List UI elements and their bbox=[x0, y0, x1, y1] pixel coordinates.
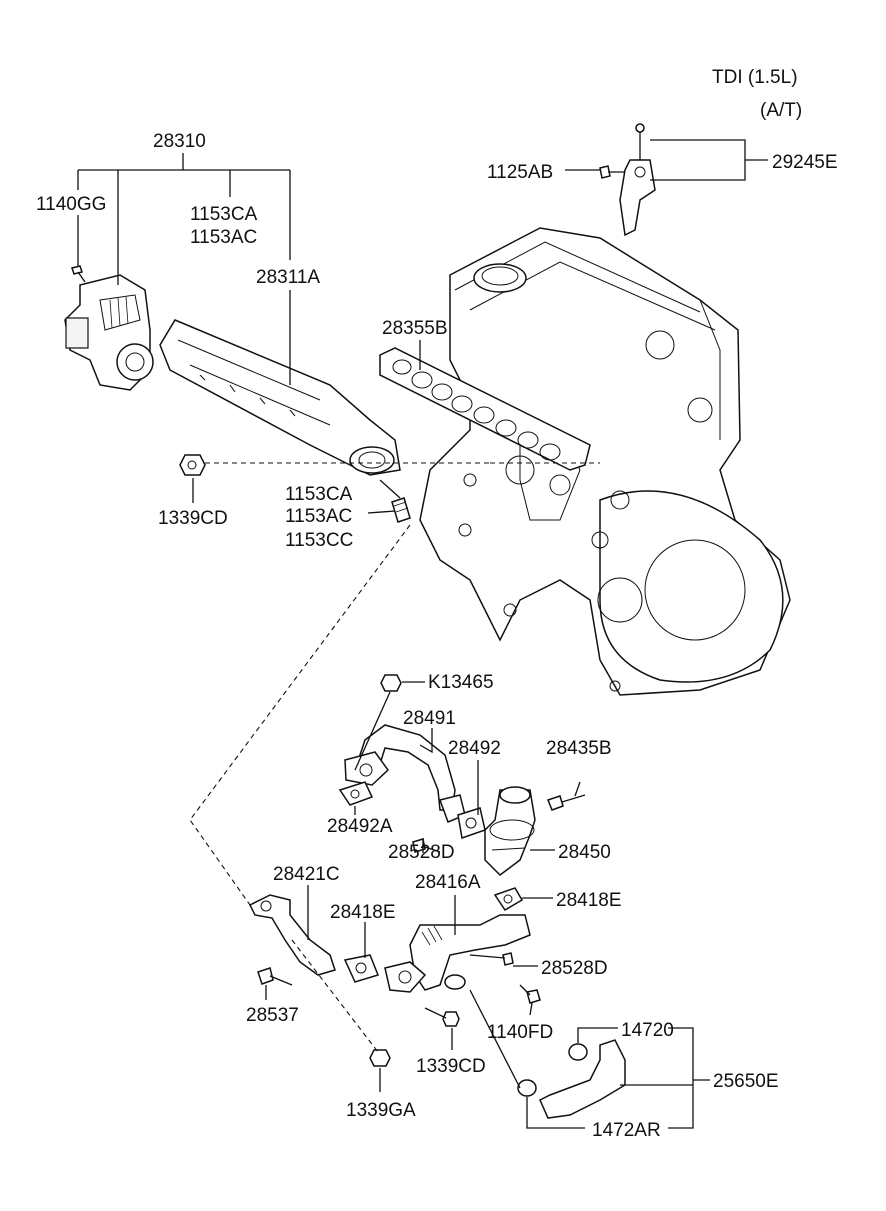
part-label-1153ca-mid: 1153CA bbox=[285, 484, 353, 505]
part-label-25650e: 25650E bbox=[713, 1071, 779, 1092]
engine-block bbox=[419, 227, 791, 696]
egr-throttle-body bbox=[64, 274, 154, 391]
part-label-1153ac-top: 1153AC bbox=[190, 227, 257, 248]
part-label-28528d-top: 28528D bbox=[388, 842, 455, 863]
part-label-1125ab: 1125AB bbox=[487, 162, 553, 183]
part-label-1153ca-top: 1153CA bbox=[190, 204, 258, 225]
nut-k13465 bbox=[380, 674, 402, 692]
hose-25650e bbox=[517, 1039, 626, 1119]
part-label-28492: 28492 bbox=[448, 738, 501, 759]
part-label-28421c: 28421C bbox=[273, 864, 340, 885]
part-label-1339ga: 1339GA bbox=[346, 1100, 416, 1121]
nut-1339cd-top bbox=[179, 454, 206, 476]
leader-lines bbox=[77, 139, 768, 1129]
part-label-28537: 28537 bbox=[246, 1005, 299, 1026]
part-label-29245e: 29245E bbox=[772, 152, 838, 173]
part-label-28528d-bottom: 28528D bbox=[541, 958, 608, 979]
part-label-k13465: K13465 bbox=[428, 672, 494, 693]
gasket-28492a bbox=[338, 781, 374, 806]
egr-pipe-28421c bbox=[248, 894, 336, 976]
part-label-1153cc: 1153CC bbox=[285, 530, 353, 551]
engine-spec-label: TDI (1.5L) bbox=[712, 67, 798, 88]
egr-pipe-28491 bbox=[344, 724, 466, 823]
nut-1339cd-bottom bbox=[442, 1011, 460, 1027]
egr-cooler bbox=[159, 319, 401, 476]
part-label-1339cd-bottom: 1339CD bbox=[416, 1056, 486, 1077]
transmission-spec-label: (A/T) bbox=[760, 100, 802, 121]
bolt-28528d-top bbox=[412, 838, 441, 853]
part-label-28492a: 28492A bbox=[327, 816, 393, 837]
part-label-28416a: 28416A bbox=[415, 872, 481, 893]
exhaust-gasket bbox=[379, 347, 591, 471]
part-label-1472ar: 1472AR bbox=[592, 1120, 661, 1141]
gasket-28418e-left bbox=[343, 954, 379, 983]
egr-flange bbox=[384, 961, 427, 993]
part-label-28311a: 28311A bbox=[256, 267, 320, 288]
part-label-14720: 14720 bbox=[621, 1020, 674, 1041]
bolt-28537 bbox=[257, 967, 293, 986]
part-label-1153ac-mid: 1153AC bbox=[285, 506, 352, 527]
egr-valve bbox=[484, 786, 536, 876]
part-label-28450: 28450 bbox=[558, 842, 611, 863]
bolt-1140fd bbox=[519, 984, 541, 1004]
egr-pipe-28416a bbox=[409, 914, 531, 991]
bolt-1140gg bbox=[71, 265, 86, 283]
part-label-28418e-right: 28418E bbox=[556, 890, 622, 911]
part-label-28418e-left: 28418E bbox=[330, 902, 396, 923]
nut-1339ga bbox=[369, 1049, 391, 1067]
gasket-28418e-right bbox=[493, 887, 524, 912]
stud-1153 bbox=[391, 497, 411, 523]
part-label-1140fd: 1140FD bbox=[487, 1022, 553, 1043]
bolt-28435b bbox=[547, 794, 586, 811]
part-label-28355b: 28355B bbox=[382, 318, 448, 339]
bolt-28528d-bottom bbox=[502, 952, 514, 966]
part-label-1339cd-top: 1339CD bbox=[158, 508, 228, 529]
part-label-28491: 28491 bbox=[403, 708, 456, 729]
part-label-28310: 28310 bbox=[153, 131, 206, 152]
part-label-1140gg: 1140GG bbox=[36, 194, 106, 215]
part-label-28435b: 28435B bbox=[546, 738, 612, 759]
sensor-bracket-29245e bbox=[599, 123, 656, 237]
